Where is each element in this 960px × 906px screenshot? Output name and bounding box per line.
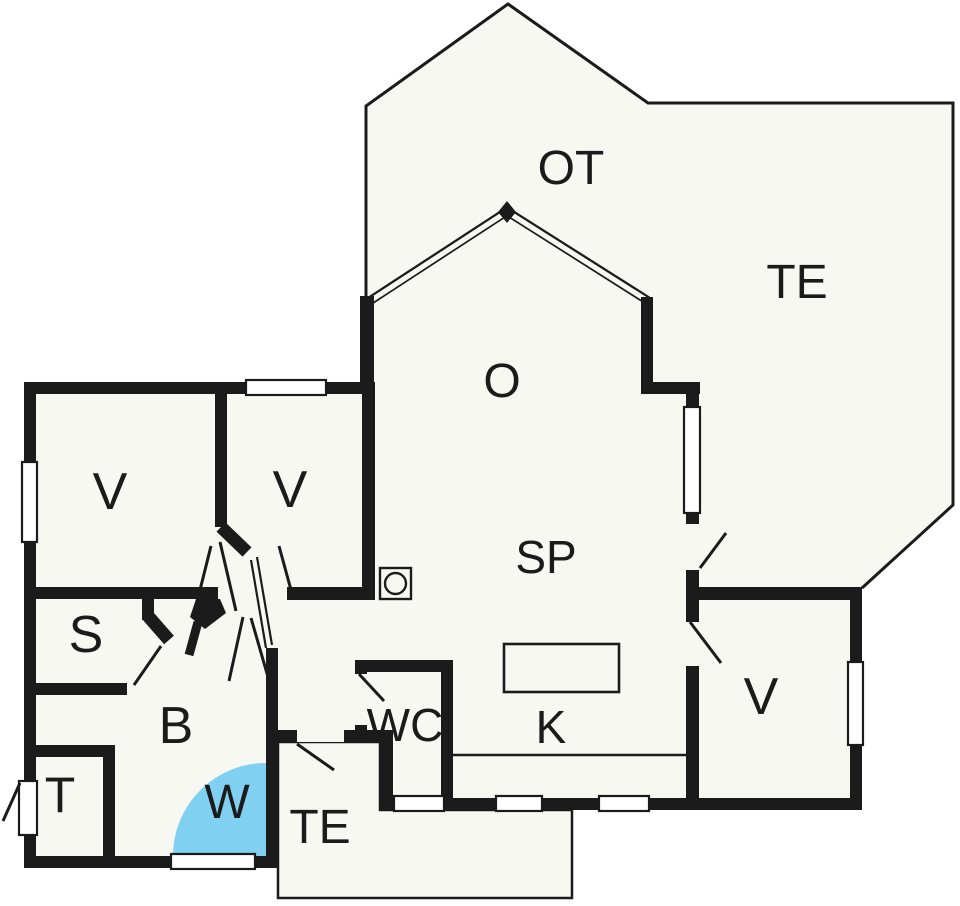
room-label-t: T [45, 767, 76, 823]
room-label-k: K [536, 701, 567, 753]
room-label-s: S [69, 606, 104, 664]
glass-gable [365, 201, 653, 306]
door-leaf [688, 621, 723, 664]
door-leaf [249, 617, 270, 678]
room-label-v2: V [273, 461, 308, 519]
hall-wall-junction [190, 599, 226, 629]
door-leaf [227, 616, 245, 682]
gable-apex-cap [498, 201, 516, 223]
open-door-slab [249, 556, 274, 649]
window [20, 460, 39, 544]
window [597, 794, 651, 813]
window [392, 794, 446, 813]
room-label-v1: V [93, 463, 128, 521]
door-leaf [277, 545, 293, 591]
stove-icon [378, 566, 413, 601]
room-label-te-bottom: TE [289, 801, 350, 854]
terrace-ot-te [364, 2, 955, 590]
window [682, 405, 702, 515]
room-label-w: W [204, 776, 250, 829]
door-leaf [357, 672, 386, 703]
window [244, 378, 328, 397]
window [169, 852, 257, 871]
kitchen-island [502, 642, 621, 694]
room-label-sp: SP [515, 531, 576, 583]
door-leaf [218, 541, 238, 612]
door-leaf [296, 742, 335, 772]
door-leaf [132, 645, 163, 686]
room-label-te-right: TE [766, 256, 827, 309]
window [846, 660, 865, 747]
room-label-wc: WC [367, 699, 444, 751]
window [494, 794, 544, 813]
room-label-ot: OT [538, 142, 605, 195]
windows [20, 378, 865, 871]
entry-door-slab [17, 779, 39, 837]
walls [24, 296, 862, 868]
room-label-o: O [483, 355, 520, 408]
door-leaf [1, 782, 22, 822]
room-label-v3: V [744, 668, 779, 726]
door-leaf [698, 532, 728, 569]
room-labels: OT TE O SP V V V S B T W TE WC K [45, 142, 828, 854]
room-label-b: B [159, 697, 194, 755]
door-leaves [1, 532, 728, 822]
shower-area [173, 763, 266, 856]
door-leaf [191, 545, 213, 619]
